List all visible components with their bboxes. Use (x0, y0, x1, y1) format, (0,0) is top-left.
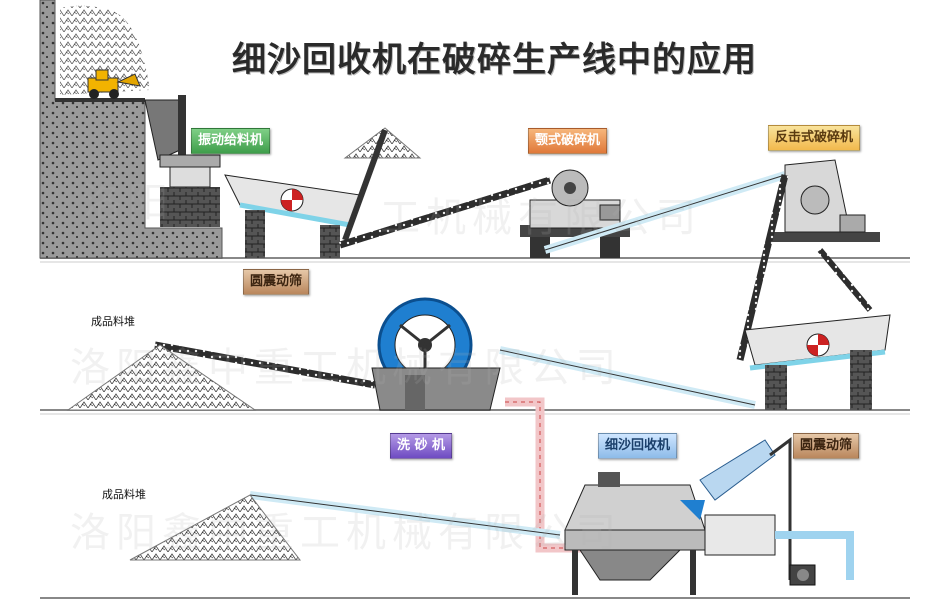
conveyor-to-pile-1 (154, 341, 376, 389)
fine-sand-recycler-machine (564, 439, 776, 595)
vibrating-screen-mid (744, 314, 891, 410)
label-fine-sand-recycler: 细沙回收机 (598, 433, 678, 459)
label-vibrating-feeder: 振动给料机 (191, 128, 271, 154)
label-jaw-crusher: 颚式破碎机 (528, 128, 608, 154)
label-vibrating-screen-top: 圆震动筛 (243, 269, 310, 295)
label-vibrating-screen-mid: 圆震动筛 (793, 433, 860, 459)
label-finished-pile-1: 成品料堆 (91, 315, 135, 328)
vibrating-screen-top (224, 174, 361, 258)
feeder-hopper (144, 95, 221, 227)
conveyor-impact-down (736, 174, 789, 361)
watermark-4: 洛阳鑫中重工机械有限公司 (70, 510, 622, 556)
finished-pile-1 (66, 344, 257, 411)
impact-crusher-machine (770, 159, 880, 242)
label-finished-pile-2: 成品料堆 (102, 488, 146, 501)
water-tank-pump (704, 437, 854, 586)
quarry-cliff (39, 0, 223, 259)
label-impact-crusher: 反击式破碎机 (768, 125, 861, 151)
watermark-3: 洛阳鑫中重工机械有限公司 (70, 345, 622, 391)
conveyor-to-jaw (338, 176, 552, 249)
label-sand-washer: 洗 砂 机 (390, 433, 453, 459)
sand-washer-machine (371, 297, 501, 411)
conveyor-to-stockpile (342, 128, 388, 242)
page-title: 细沙回收机在破碎生产线中的应用 (232, 40, 757, 80)
loader-truck (87, 69, 141, 99)
watermark-2: 工机械有限公司 (380, 195, 702, 241)
conveyor-screen-return (817, 248, 873, 312)
finished-pile-2 (129, 494, 302, 561)
watermark-1: 洛阳 (82, 180, 174, 226)
